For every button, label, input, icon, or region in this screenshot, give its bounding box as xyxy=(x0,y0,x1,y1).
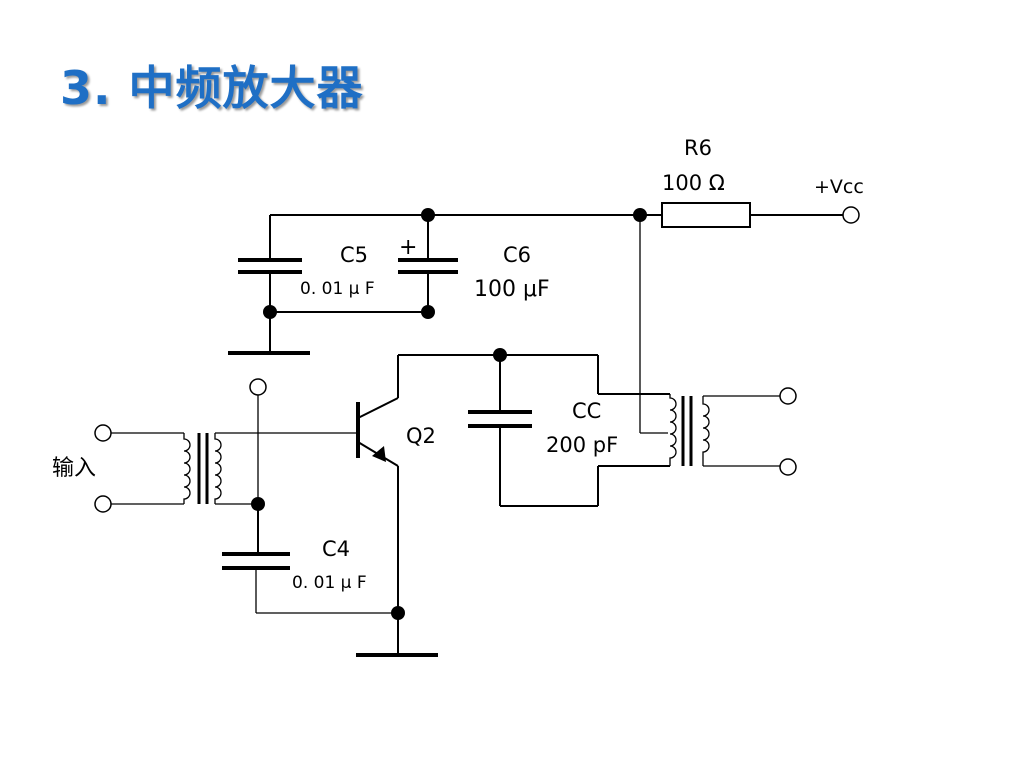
capacitor-c6 xyxy=(398,215,458,312)
r6-name-label: R6 xyxy=(684,136,712,160)
slide-title: 3. 中频放大器 xyxy=(60,61,364,115)
base-wire xyxy=(215,432,358,505)
r6-value-label: 100 Ω xyxy=(662,171,725,195)
capacitor-c4 xyxy=(222,504,398,614)
cc-name-label: CC xyxy=(572,399,601,423)
output-terminal-bottom[interactable] xyxy=(779,458,797,476)
junction-dot xyxy=(391,606,405,620)
vcc-label: +Vcc xyxy=(814,176,864,198)
c6-name-label: C6 xyxy=(503,243,531,267)
power-rail xyxy=(270,214,843,433)
output-terminal-top[interactable] xyxy=(779,387,797,405)
input-terminal-bottom[interactable] xyxy=(94,495,112,513)
bias-terminal[interactable] xyxy=(249,378,267,396)
c5-value-label: 0. 01 μ F xyxy=(300,279,375,299)
resistor-r6 xyxy=(661,202,751,228)
c4-value-label: 0. 01 μ F xyxy=(292,573,367,593)
output-transformer xyxy=(669,394,780,467)
junction-dot xyxy=(493,348,507,362)
q2-label: Q2 xyxy=(406,424,436,448)
input-transformer xyxy=(111,432,222,505)
c4-name-label: C4 xyxy=(322,537,350,561)
junction-dot xyxy=(633,208,647,222)
cc-value-label: 200 pF xyxy=(546,433,618,457)
junction-dot xyxy=(263,305,277,319)
c5-name-label: C5 xyxy=(340,243,368,267)
input-terminal-top[interactable] xyxy=(94,424,112,442)
collector-wire xyxy=(397,354,670,398)
capacitor-cc xyxy=(468,355,670,507)
junction-dot xyxy=(421,305,435,319)
c6-value-label: 100 μF xyxy=(474,277,550,302)
polarity-plus-label: + xyxy=(399,235,417,260)
vcc-terminal[interactable] xyxy=(842,206,860,224)
transistor-q2 xyxy=(356,397,399,467)
junction-dot xyxy=(421,208,435,222)
capacitor-c5 xyxy=(238,215,302,352)
input-label: 输入 xyxy=(52,456,96,481)
